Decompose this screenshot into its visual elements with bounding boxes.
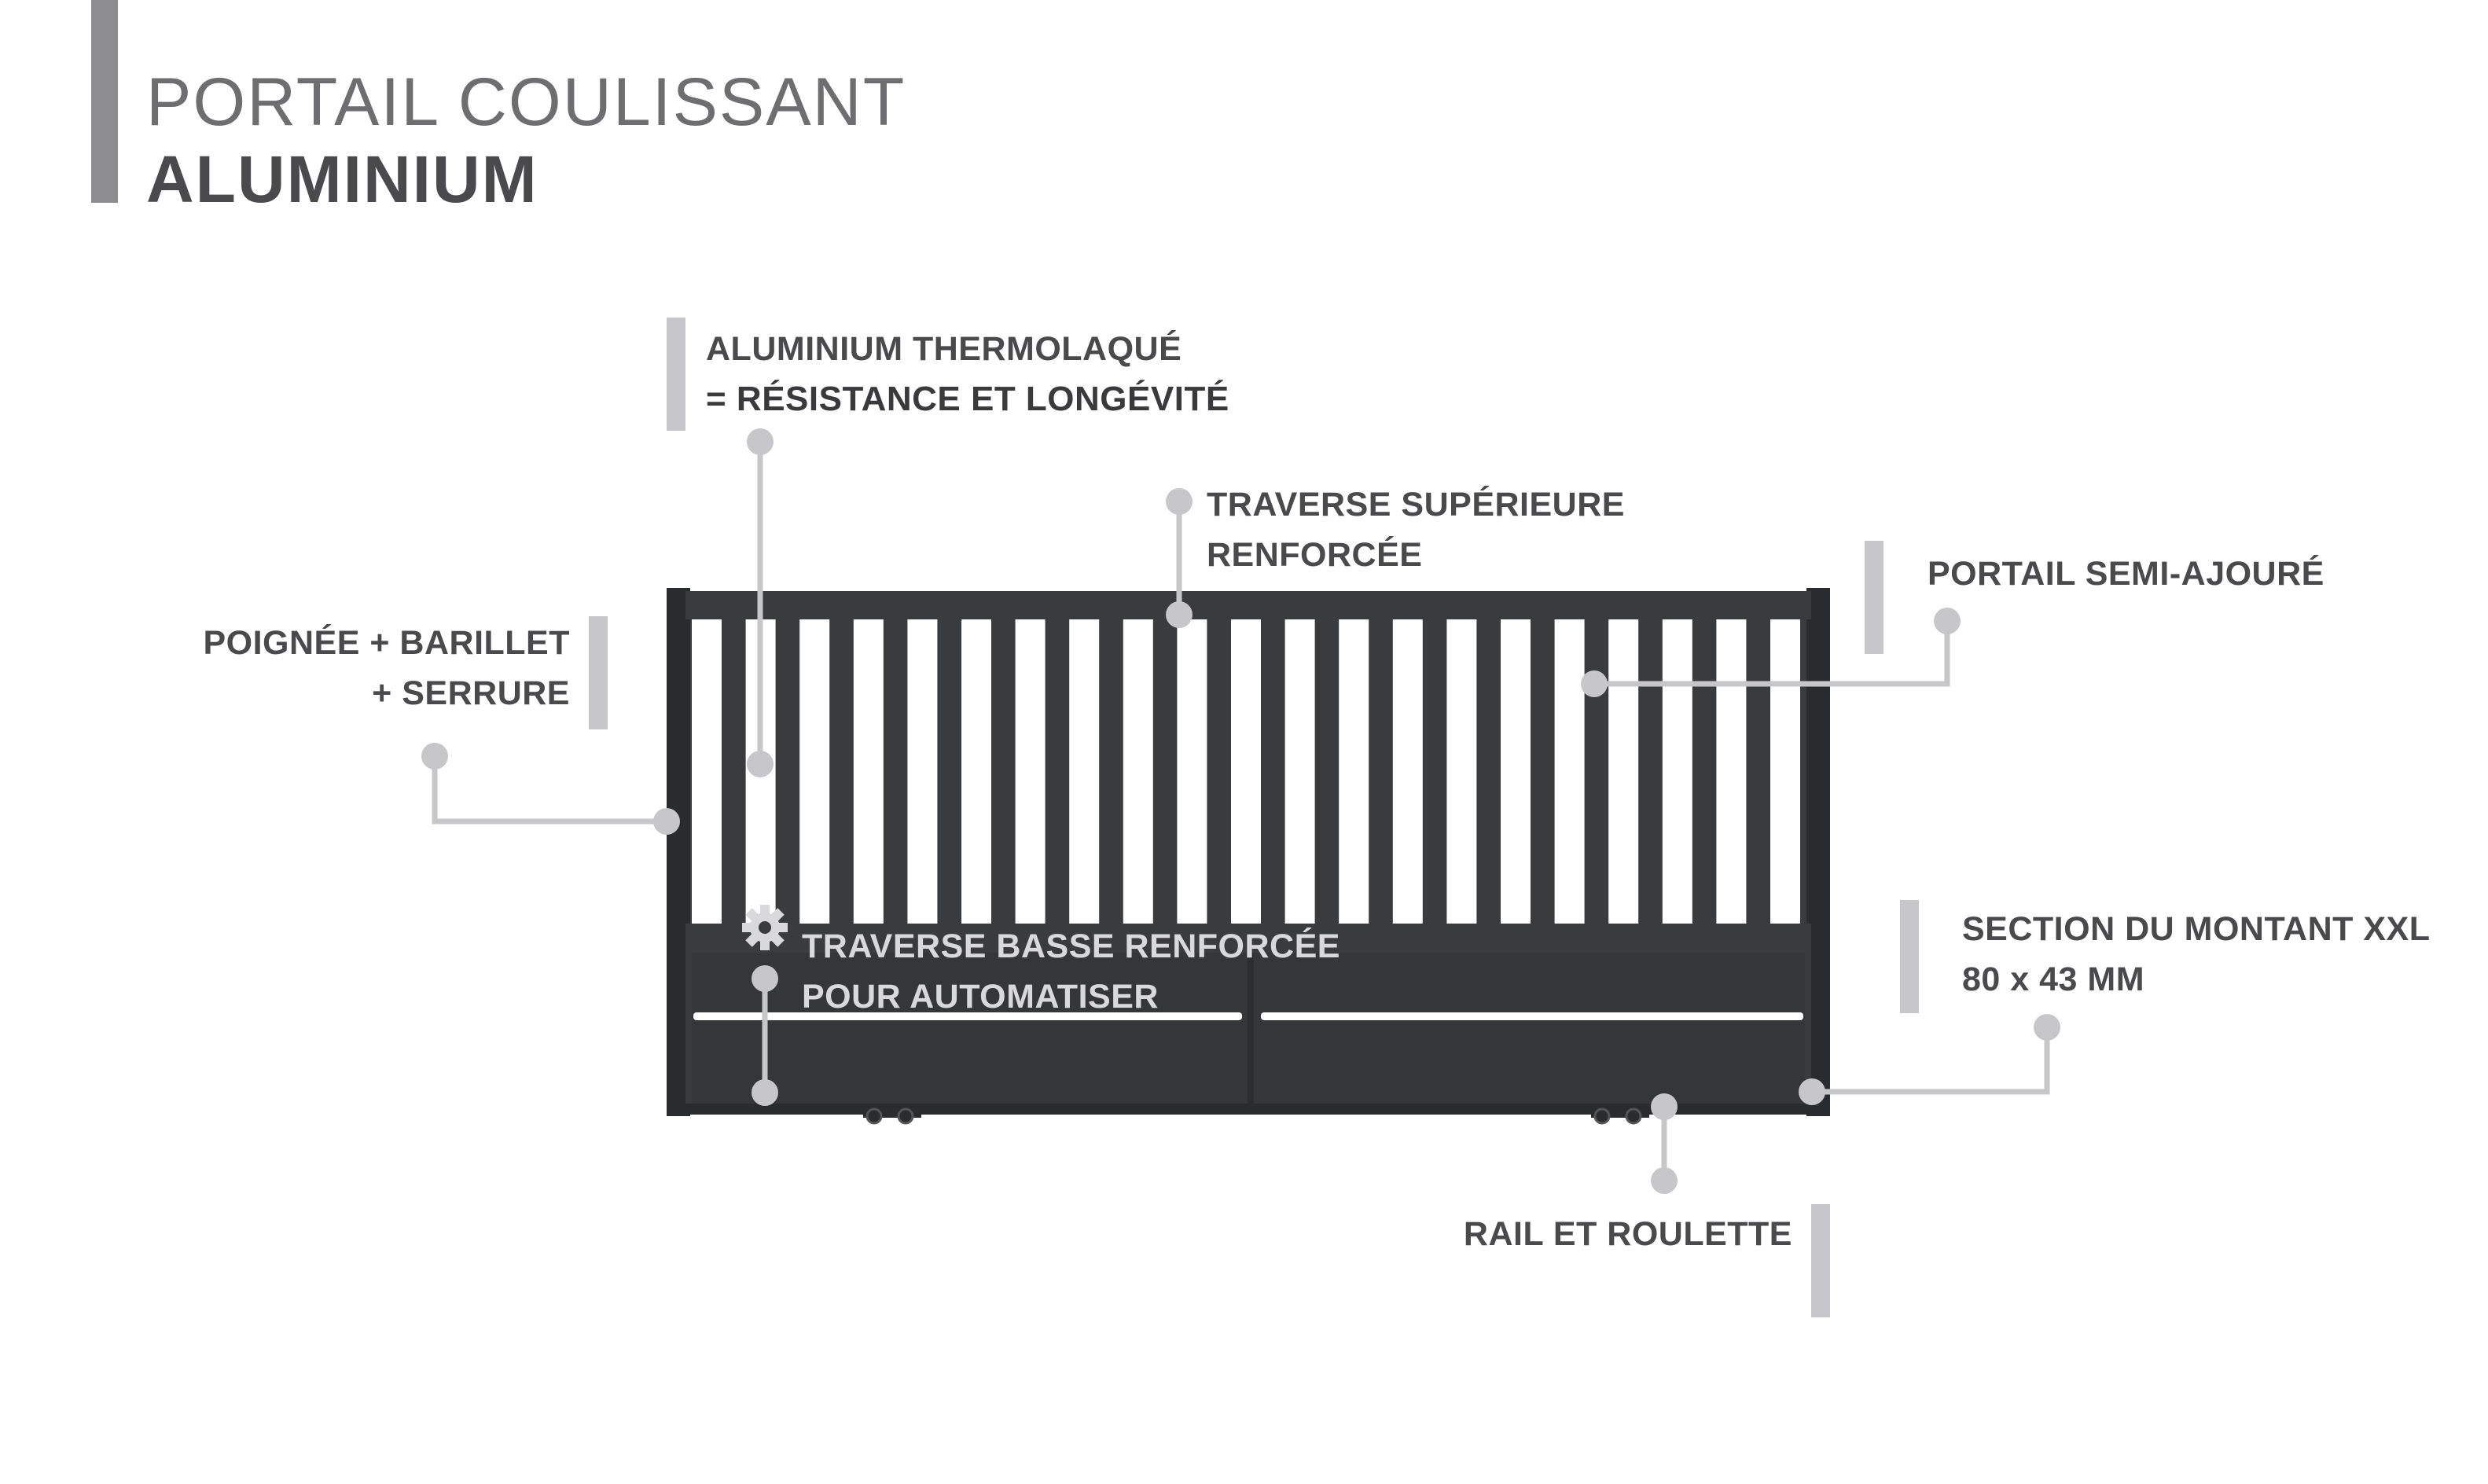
callout-bar-poignee — [589, 616, 608, 729]
callout-traverse-superieure: TRAVERSE SUPÉRIEURE RENFORCÉE — [1207, 479, 1625, 580]
callout-bar-montant — [1900, 900, 1919, 1013]
callout-rail-line1: RAIL ET ROULETTE — [1463, 1215, 1792, 1253]
gate-slat-gap-5 — [961, 619, 991, 926]
gate-slat-gap-20 — [1770, 619, 1800, 926]
dot-montant-end — [1799, 1078, 1825, 1105]
dot-traverse-basse-bottom — [752, 1079, 778, 1106]
gate-slat-gap-12 — [1339, 619, 1369, 926]
roller-right — [1591, 1107, 1649, 1125]
gate-slat-gap-16 — [1554, 619, 1585, 926]
dot-semi-ajoure-end — [1581, 670, 1608, 697]
gate-slats — [690, 619, 1806, 926]
callout-montant: SECTION DU MONTANT XXL 80 x 43 MM — [1962, 904, 2430, 1005]
sliding-gate — [667, 588, 1830, 1125]
callout-aluminium: ALUMINIUM THERMOLAQUÉ = RÉSISTANCE ET LO… — [706, 324, 1229, 424]
gate-slat-gap-7 — [1069, 619, 1100, 926]
roller-left — [863, 1107, 921, 1125]
callout-poignee-line1: POIGNÉE + BARILLET — [203, 624, 570, 662]
callout-dots — [421, 428, 2060, 1194]
dot-semi-ajoure-top — [1934, 608, 1961, 634]
dot-poignee-top — [421, 743, 448, 770]
callout-montant-line2: 80 x 43 MM — [1962, 961, 2145, 998]
gate-slat-gap-0 — [692, 619, 722, 926]
dot-aluminium-top — [747, 428, 774, 455]
callout-bar-aluminium — [667, 318, 685, 431]
gate-slat-gap-9 — [1177, 619, 1207, 926]
gate-slat-gap-2 — [799, 619, 830, 926]
gear-icon — [742, 905, 788, 950]
callout-traverse-sup-line2: RENFORCÉE — [1207, 536, 1423, 574]
callout-semi-ajoure: PORTAIL SEMI-AJOURÉ — [1928, 549, 2324, 599]
dot-traverse-basse-top — [752, 965, 778, 992]
callout-poignee-line2: + SERRURE — [372, 674, 570, 712]
callout-semi-ajoure-line1: PORTAIL SEMI-AJOURÉ — [1928, 555, 2324, 593]
gate-slat-gap-3 — [853, 619, 884, 926]
gate-groove-right — [1261, 1012, 1803, 1020]
callout-bar-semi-ajoure — [1865, 541, 1883, 654]
callout-poignee: POIGNÉE + BARILLET + SERRURE — [157, 618, 570, 718]
gate-slat-gap-6 — [1015, 619, 1046, 926]
dot-poignee-end — [653, 808, 680, 835]
dot-montant-top — [2034, 1014, 2060, 1041]
dot-traverse-sup-top — [1166, 488, 1193, 515]
gate-slat-gap-11 — [1284, 619, 1315, 926]
gate-slat-gap-13 — [1392, 619, 1423, 926]
callout-traverse-basse-line2: POUR AUTOMATISER — [802, 978, 1159, 1016]
callout-traverse-basse: TRAVERSE BASSE RENFORCÉE POUR AUTOMATISE… — [802, 921, 1340, 1022]
gate-bottom-rail — [685, 1104, 1811, 1115]
callout-traverse-sup-line1: TRAVERSE SUPÉRIEURE — [1207, 486, 1625, 523]
gate-panel-divider — [1248, 953, 1254, 1104]
callout-traverse-basse-line1: TRAVERSE BASSE RENFORCÉE — [802, 928, 1340, 965]
gate-slat-gap-15 — [1501, 619, 1531, 926]
gate-slat-gap-8 — [1123, 619, 1153, 926]
title-line-2: ALUMINIUM — [146, 142, 538, 216]
gate-slat-gap-4 — [907, 619, 938, 926]
gate-top-rail — [685, 591, 1811, 619]
leader-poignee — [432, 756, 667, 825]
dot-rail-top — [1651, 1093, 1678, 1120]
callout-aluminium-line1: ALUMINIUM THERMOLAQUÉ — [706, 330, 1182, 368]
dot-rail-bottom — [1651, 1167, 1678, 1194]
title-accent-bar — [91, 0, 118, 203]
gate-groove-left — [693, 1012, 1242, 1020]
callout-rail: RAIL ET ROULETTE — [1336, 1209, 1792, 1259]
leader-semi-ajoure — [1594, 621, 1950, 687]
gate-slat-gap-18 — [1662, 619, 1692, 926]
title-line-1: PORTAIL COULISSANT — [146, 64, 906, 140]
gate-slat-gap-17 — [1608, 619, 1639, 926]
leader-montant — [1812, 1027, 2050, 1095]
gate-slat-gap-10 — [1231, 619, 1261, 926]
gate-slat-gap-14 — [1446, 619, 1477, 926]
callout-bar-rail — [1811, 1204, 1830, 1317]
callout-aluminium-line2: = RÉSISTANCE ET LONGÉVITÉ — [706, 380, 1229, 418]
dot-traverse-sup-bottom — [1166, 601, 1193, 628]
gate-slat-gap-19 — [1716, 619, 1747, 926]
callout-montant-line1: SECTION DU MONTANT XXL — [1962, 910, 2431, 948]
dot-aluminium-bottom — [747, 751, 774, 777]
